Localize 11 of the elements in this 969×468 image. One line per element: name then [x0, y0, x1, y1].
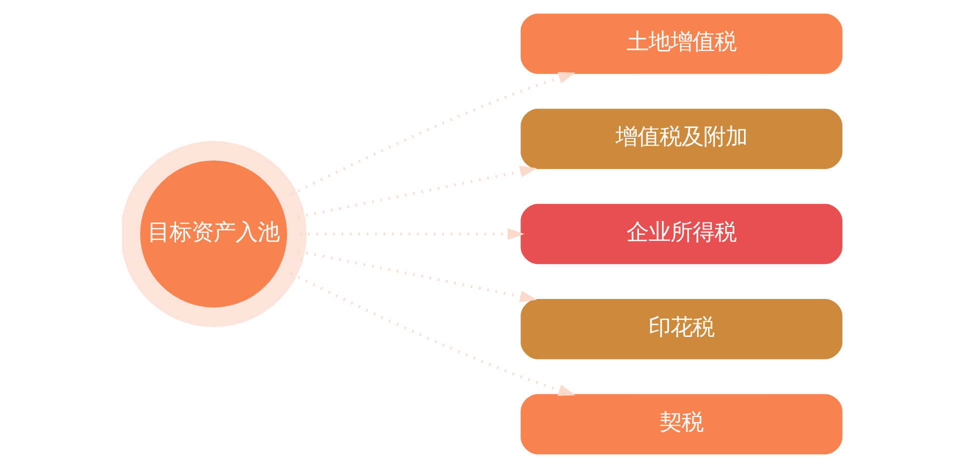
node-box: 印花税 [520, 299, 842, 360]
arrow [297, 250, 536, 302]
node-box: 增值税及附加 [520, 108, 842, 169]
node-circle: 目标资产入池 [122, 140, 306, 328]
node-box: 企业所得税 [520, 204, 842, 264]
node-box: 契税 [520, 394, 842, 454]
arrow [299, 228, 524, 240]
arrow [290, 72, 575, 196]
node-box: 土地增值税 [520, 14, 842, 74]
arrow [297, 166, 536, 218]
arrow [290, 272, 575, 396]
